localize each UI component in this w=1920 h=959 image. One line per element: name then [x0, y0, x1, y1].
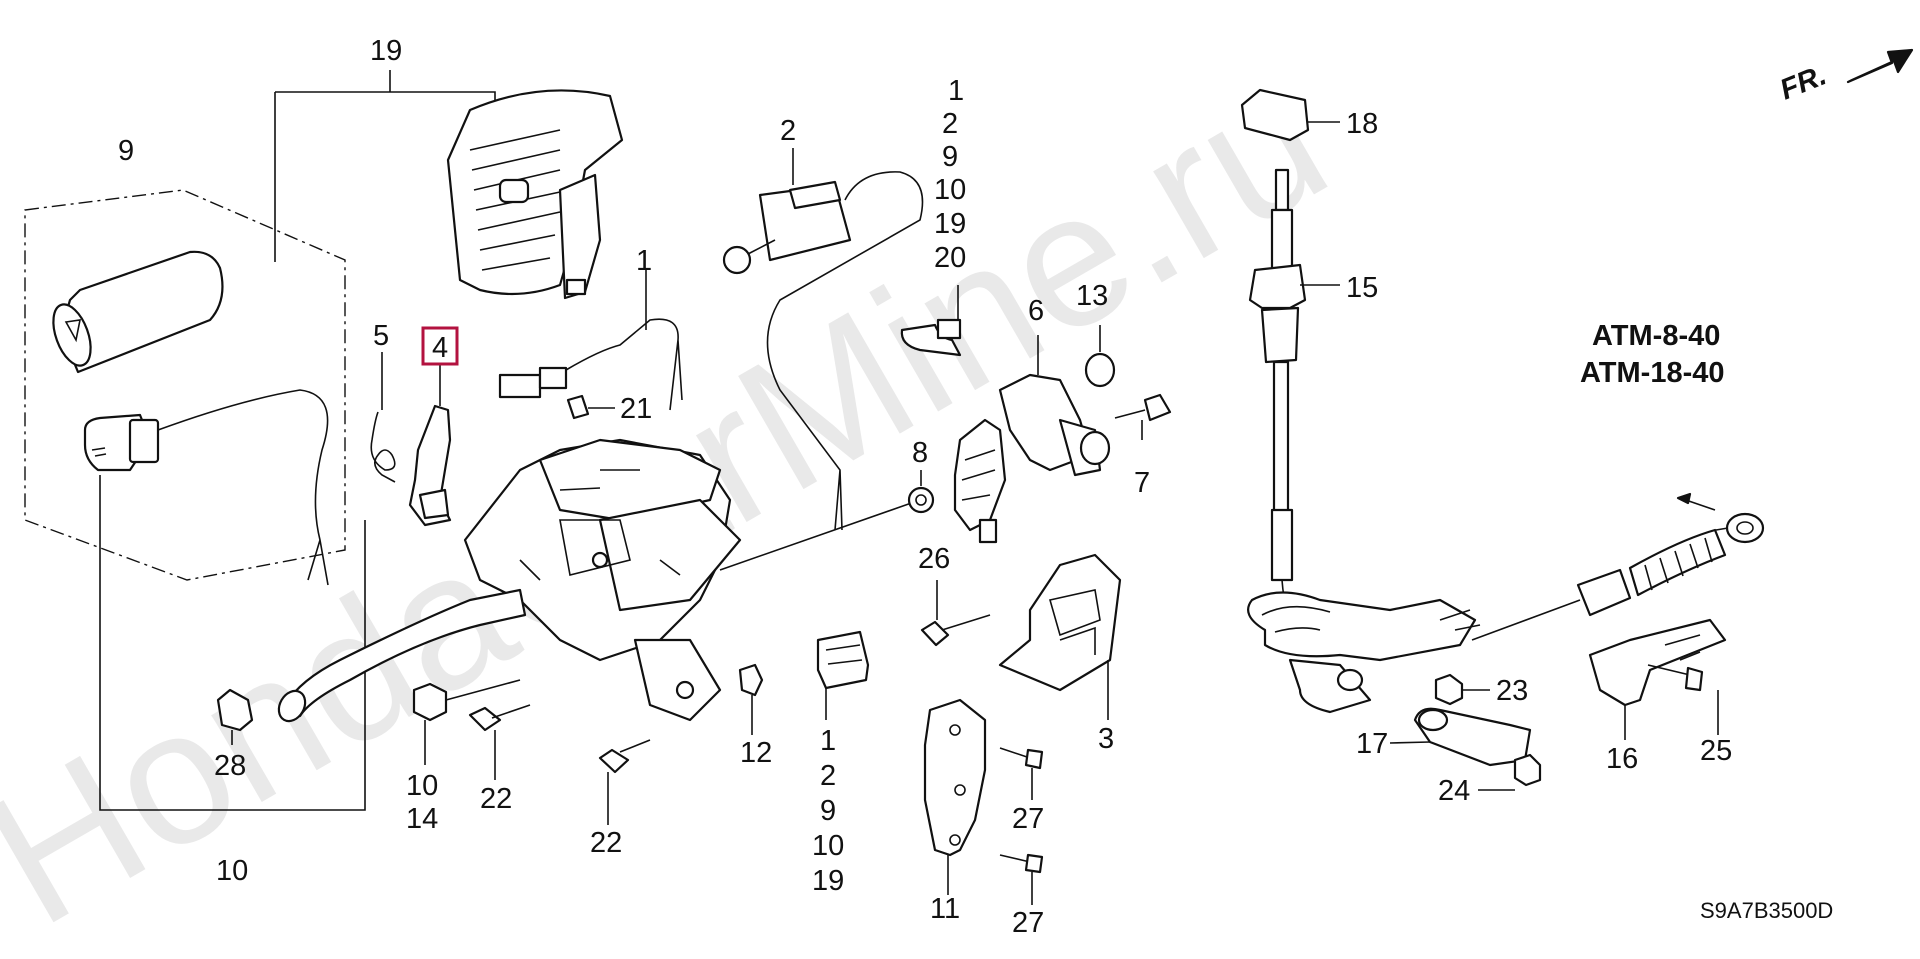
callout-13: 13: [1076, 280, 1108, 312]
part-13-bushing: [1084, 325, 1116, 388]
callout-19: 19: [812, 865, 844, 897]
part-5-spring: [370, 352, 396, 483]
callout-10: 10: [934, 174, 966, 206]
callout-23: 23: [1496, 675, 1528, 707]
part-17-bracket: [1389, 707, 1532, 767]
part-12-clip: [738, 663, 764, 735]
part-23-nut: [1434, 673, 1490, 706]
callout-1: 1: [636, 245, 652, 277]
part-22-bolt-b: [598, 739, 651, 825]
callout-20: 20: [934, 242, 966, 274]
cable-bracket-assembly: [1247, 492, 1765, 714]
part-27-bolt-b: [999, 853, 1044, 905]
callout-1: 1: [820, 725, 836, 757]
callout-25: 25: [1700, 735, 1732, 767]
callout-12: 12: [740, 737, 772, 769]
callout-2: 2: [942, 108, 958, 140]
callout-9: 9: [942, 141, 958, 173]
callout-10: 10: [406, 770, 438, 802]
part-18-cap: [1240, 88, 1340, 142]
callout-7: 7: [1134, 467, 1150, 499]
part-16-bracket: [1588, 618, 1727, 740]
callout-9: 9: [118, 135, 134, 167]
front-label: FR.: [1776, 59, 1831, 106]
part-28-clip: [216, 688, 254, 745]
callout-labels: 19 9 1 2 9 10 19 20 2 1 5 4 21 13 6 8 7 …: [118, 35, 1732, 939]
diagram-code: S9A7B3500D: [1700, 898, 1833, 923]
part-20-clip: [900, 285, 962, 357]
callout-16: 16: [1606, 743, 1638, 775]
callout-1: 1: [948, 75, 964, 107]
callout-21: 21: [620, 393, 652, 425]
callout-8: 8: [912, 437, 928, 469]
part-22-bolt-a: [468, 704, 531, 780]
callout-22: 22: [590, 827, 622, 859]
callout-5: 5: [373, 320, 389, 352]
callout-18: 18: [1346, 108, 1378, 140]
shifter-base-assembly: [277, 438, 921, 723]
part-26-bolt: [920, 580, 991, 647]
part-10-14-nut: [412, 679, 521, 765]
callout-19: 19: [370, 35, 402, 67]
callout-11: 11: [930, 893, 960, 925]
callout-22: 22: [480, 783, 512, 815]
part-connector-block: [816, 630, 870, 720]
reference-label-1: ATM-8-40: [1592, 320, 1720, 352]
callout-2: 2: [820, 760, 836, 792]
part-21-screw: [566, 394, 615, 420]
callout-28: 28: [214, 750, 246, 782]
part-6-bracket: [953, 335, 1111, 544]
callout-14: 14: [406, 803, 438, 835]
knob-assembly: [24, 189, 366, 811]
part-1-harness: [498, 270, 683, 411]
front-direction-arrow: FR.: [1776, 48, 1914, 106]
callout-6: 6: [1028, 295, 1044, 327]
part-27-bolt-a: [999, 747, 1044, 800]
callout-2: 2: [780, 115, 796, 147]
part-25-bolt: [1647, 664, 1719, 735]
callout-24: 24: [1438, 775, 1470, 807]
callout-15: 15: [1346, 272, 1378, 304]
callout-4: 4: [432, 332, 448, 364]
reference-label-2: ATM-18-40: [1580, 357, 1725, 389]
callout-10: 10: [812, 830, 844, 862]
part-3-bracket: [998, 553, 1122, 720]
part-7-screw: [1114, 393, 1172, 440]
callout-27: 27: [1012, 803, 1044, 835]
callout-19: 19: [934, 208, 966, 240]
part-19-indicator-panel: [446, 89, 624, 300]
part-4-detent-lever: [408, 365, 452, 527]
callout-3: 3: [1098, 723, 1114, 755]
callout-26: 26: [918, 543, 950, 575]
part-24-bolt: [1478, 753, 1542, 791]
callout-10: 10: [216, 855, 248, 887]
callout-9: 9: [820, 795, 836, 827]
callout-27: 27: [1012, 907, 1044, 939]
part-2-shift-lock-solenoid: [722, 148, 924, 531]
part-8-washer: [907, 470, 935, 514]
selected-callout-box: [421, 326, 459, 366]
callout-17: 17: [1356, 728, 1388, 760]
part-11-plate: [923, 698, 987, 895]
